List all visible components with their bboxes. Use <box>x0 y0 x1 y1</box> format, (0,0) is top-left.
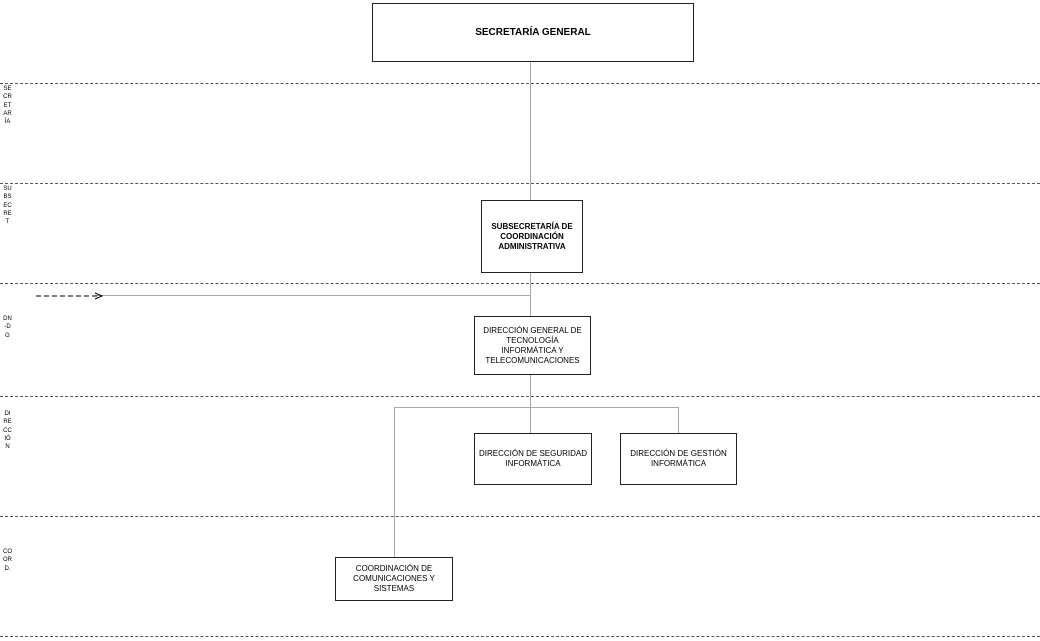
level-separator <box>0 183 1040 184</box>
node-subsecretaria-coordinacion: SUBSECRETARÍA DE COORDINACIÓN ADMINISTRA… <box>481 200 583 273</box>
connector-line <box>530 374 531 433</box>
node-secretaria-general-label: SECRETARÍA GENERAL <box>475 26 591 38</box>
level-label-dn-dg: DN-DG <box>3 316 12 339</box>
level-separator <box>0 516 1040 517</box>
node-direccion-general-tecnologia: DIRECCIÓN GENERAL DE TECNOLOGÍA INFORMÁT… <box>474 316 591 375</box>
level-label-coordinacion: COORD. <box>3 549 12 572</box>
connector-line <box>394 407 679 408</box>
node-direccion-gestion: DIRECCIÓN DE GESTIÓN INFORMÁTICA <box>620 433 737 485</box>
connector-line <box>95 295 531 296</box>
level-label-secretaria: SECRETARÍA <box>3 86 12 126</box>
node-coordinacion-comunicaciones: COORDINACIÓN DE COMUNICACIONES Y SISTEMA… <box>335 557 453 601</box>
node-direccion-seguridad-label: DIRECCIÓN DE SEGURIDAD INFORMÁTICA <box>479 449 588 468</box>
level-label-subsecretaria: SUBSECRET <box>3 186 12 226</box>
dashed-arrow-icon <box>36 292 104 300</box>
level-separator <box>0 83 1040 84</box>
connector-line <box>394 407 395 557</box>
connector-line <box>530 61 531 200</box>
node-direccion-gestion-label: DIRECCIÓN DE GESTIÓN INFORMÁTICA <box>630 449 727 468</box>
level-separator <box>0 636 1040 637</box>
connector-line <box>678 407 679 433</box>
node-direccion-general-label: DIRECCIÓN GENERAL DE TECNOLOGÍA INFORMÁT… <box>483 325 582 365</box>
level-label-direccion: DIRECCIÓN <box>3 411 12 451</box>
level-separator <box>0 283 1040 284</box>
node-coordinacion-label: COORDINACIÓN DE COMUNICACIONES Y SISTEMA… <box>353 564 435 593</box>
level-separator <box>0 396 1040 397</box>
node-direccion-seguridad: DIRECCIÓN DE SEGURIDAD INFORMÁTICA <box>474 433 592 485</box>
node-subsecretaria-label: SUBSECRETARÍA DE COORDINACIÓN ADMINISTRA… <box>491 221 573 251</box>
connector-line <box>530 272 531 316</box>
node-secretaria-general: SECRETARÍA GENERAL <box>372 3 694 62</box>
